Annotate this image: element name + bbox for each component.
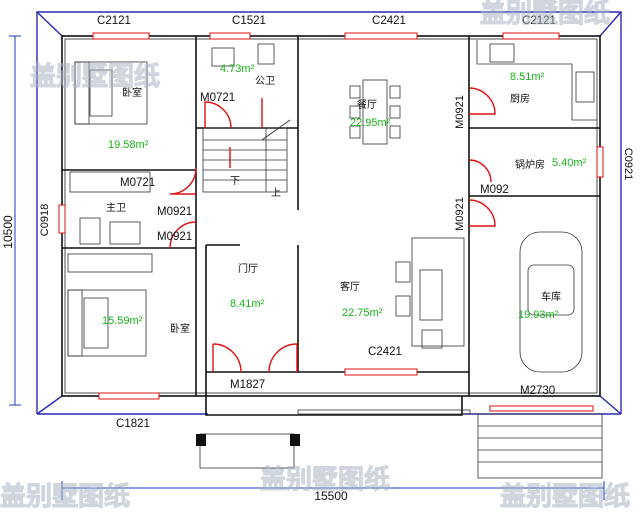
door-label-a: M0921 [157,206,192,218]
door-label-main: M1827 [230,379,265,391]
watermark: 盖别墅图纸 [30,61,160,92]
furniture [67,40,603,479]
room-label-bedroom-bottom: 卧室 [170,322,190,335]
room-label-master-bath: 主卫 [106,202,126,214]
door-label-c: M0921 [454,197,466,231]
watermark: 盖别墅图纸 [500,481,630,512]
door-label-dining: M0921 [454,95,466,129]
window-label-bath: C1521 [232,15,266,27]
watermark: 盖别墅图纸 [0,481,130,512]
room-label-bedroom-top: 卧室 [122,86,142,99]
window-label-boiler: C0921 [622,148,634,180]
room-label-public-bath: 公卫 [255,76,275,87]
dimension-lines [9,35,605,500]
stair-down-label: 下 [230,176,240,187]
window-label-bedroom: C2121 [97,15,131,27]
window-label-master-bath: C0918 [39,204,51,236]
room-label-kitchen: 厨房 [510,92,530,105]
watermark: 盖别墅图纸 [260,464,390,495]
room-area-foyer: 8.41m² [230,298,265,310]
room-area-garage: 19.93m² [518,309,559,321]
depth-dimension: 10500 [1,215,15,249]
watermark: 盖别墅图纸 [480,0,610,29]
room-area-living: 22.75m² [342,307,383,319]
room-label-foyer: 门厅 [238,262,258,275]
staircase [202,119,291,193]
room-area-dining: 22.95m² [350,117,391,129]
room-label-boiler: 锅炉房 [515,158,545,171]
room-label-garage: 车库 [541,290,561,303]
door-label-public-bath: M0721 [200,92,235,104]
room-area-bedroom-top: 19.58m² [108,139,149,151]
windows [58,32,604,412]
doors [169,87,496,373]
room-area-public-bath: 4.73m² [220,63,255,75]
walls [61,35,601,416]
door-label-b: M0921 [157,231,192,243]
window-label-bedroom-bottom: C1821 [116,418,150,430]
width-dimension: 15500 [314,489,348,503]
room-area-kitchen: 8.51m² [510,71,545,83]
room-label-dining: 餐厅 [357,98,377,111]
room-area-bedroom-bottom: 15.59m² [102,315,143,327]
window-label-living: C2421 [368,346,402,358]
door-label-boiler: M092 [480,184,509,196]
window-label-dining: C2421 [372,15,406,27]
room-label-living: 客厅 [340,280,360,293]
door-label-garage: M2730 [520,385,555,397]
window-label-kitchen: C2121 [522,15,556,27]
door-label-master: M0721 [120,177,155,189]
room-area-boiler: 5.40m² [552,157,587,169]
stair-up-label: 上 [271,187,281,199]
